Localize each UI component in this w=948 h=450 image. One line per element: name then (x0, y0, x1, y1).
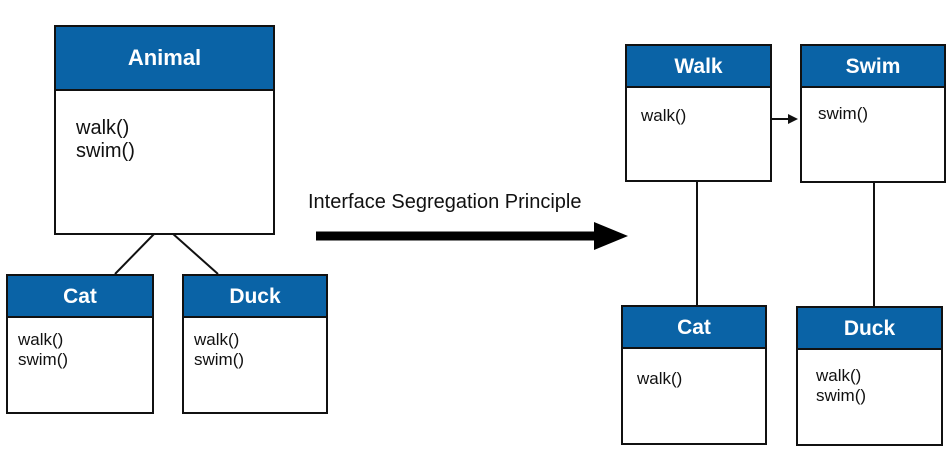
class-duck-left-header: Duck (184, 276, 326, 318)
method-swim: swim() (194, 349, 245, 369)
method-walk: walk() (816, 366, 862, 385)
interface-swim: Swim swim() (800, 44, 946, 183)
interface-swim-name: Swim (845, 55, 901, 78)
class-cat-right: Cat walk() (621, 305, 767, 445)
class-animal-name: Animal (127, 45, 202, 70)
class-duck-left: Duck walk() swim() (182, 274, 328, 414)
method-swim: swim() (76, 140, 135, 162)
class-animal-methods: walk() swim() (56, 91, 273, 189)
edge-animal-duck (171, 232, 219, 275)
interface-walk: Walk walk() (625, 44, 772, 182)
class-cat-left-name: Cat (63, 285, 97, 308)
class-cat-left-methods: walk() swim() (8, 318, 152, 381)
class-duck-right-methods: walk() swim() (798, 350, 941, 421)
method-walk: walk() (637, 369, 683, 388)
class-duck-right-name: Duck (843, 317, 896, 340)
class-duck-right: Duck walk() swim() (796, 306, 943, 446)
interface-swim-header: Swim (802, 46, 944, 88)
class-cat-right-methods: walk() (623, 349, 765, 409)
method-swim: swim() (18, 349, 69, 369)
edge-animal-cat (114, 232, 156, 275)
method-walk: walk() (18, 330, 64, 349)
method-walk: walk() (641, 106, 687, 125)
transition-label: Interface Segregation Principle (308, 191, 582, 213)
class-cat-left-header: Cat (8, 276, 152, 318)
interface-walk-header: Walk (627, 46, 770, 88)
class-animal-header: Animal (56, 27, 273, 91)
interface-walk-name: Walk (674, 55, 723, 78)
method-walk: walk() (194, 330, 240, 349)
class-duck-left-name: Duck (229, 285, 281, 308)
method-walk: walk() (76, 117, 130, 139)
method-swim: swim() (818, 104, 869, 123)
class-duck-left-methods: walk() swim() (184, 318, 326, 381)
interface-swim-methods: swim() (802, 88, 944, 140)
arrow-right-icon (316, 222, 628, 250)
arrow-walk-swim-icon (772, 114, 798, 124)
class-cat-right-name: Cat (677, 316, 711, 339)
class-duck-right-header: Duck (798, 308, 941, 350)
class-cat-left: Cat walk() swim() (6, 274, 154, 414)
method-swim: swim() (816, 385, 867, 405)
class-animal: Animal walk() swim() (54, 25, 275, 235)
interface-walk-methods: walk() (627, 88, 770, 144)
class-cat-right-header: Cat (623, 307, 765, 349)
